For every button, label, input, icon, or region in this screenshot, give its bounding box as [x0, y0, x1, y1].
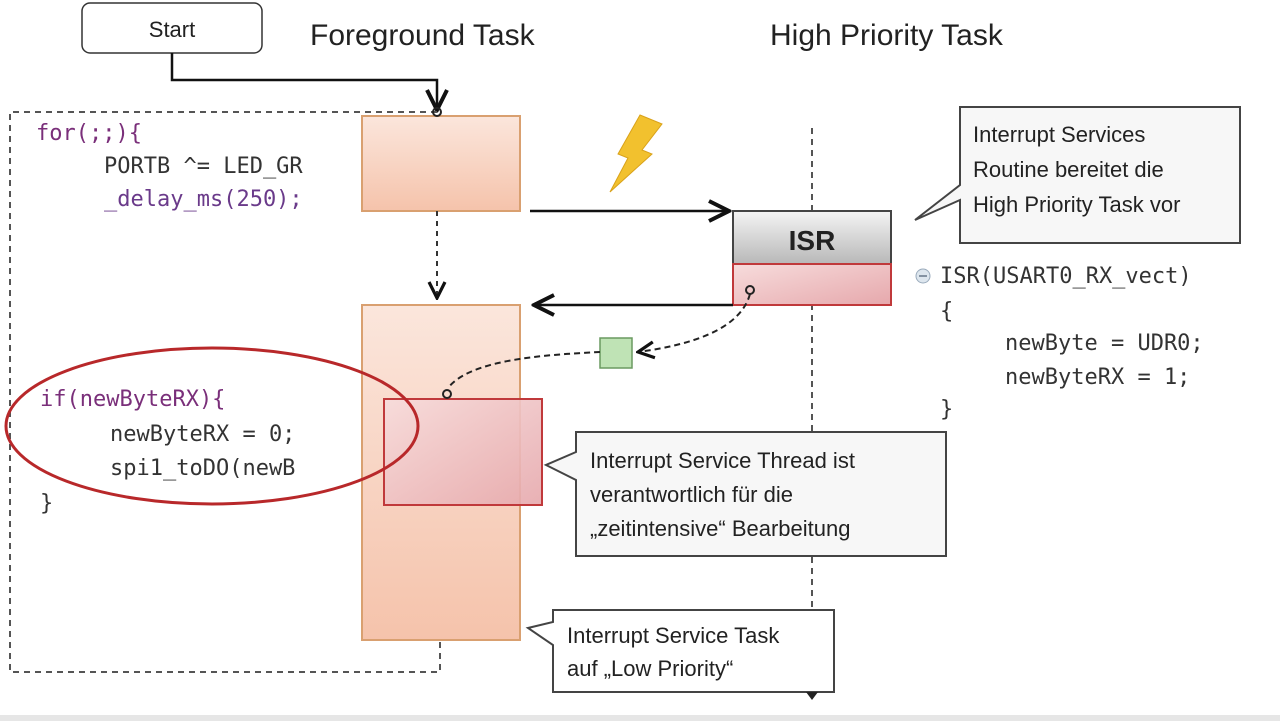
- highlight-ellipse: [4, 346, 420, 506]
- flag-square-icon: [599, 337, 633, 369]
- svg-text:newByteRX = 0;: newByteRX = 0;: [110, 422, 295, 447]
- signal-arrow: [638, 293, 751, 352]
- callout-task: Interrupt Service Task auf „Low Priority…: [525, 609, 835, 700]
- foreground-task-header: Foreground Task: [310, 19, 536, 52]
- main-loop-code: for(;;){ PORTB ^= LED_GR _delay_ms(250);: [36, 121, 303, 212]
- svg-text:if(newByteRX){: if(newByteRX){: [40, 387, 225, 412]
- start-label: Start: [149, 17, 195, 42]
- foreground-task-block: [361, 115, 521, 212]
- svg-text:spi1_toDO(newB: spi1_toDO(newB: [110, 456, 295, 481]
- svg-text:High Priority Task vor: High Priority Task vor: [973, 192, 1180, 217]
- svg-text:auf „Low Priority“: auf „Low Priority“: [567, 656, 733, 681]
- svg-text:verantwortlich für die: verantwortlich für die: [590, 482, 793, 507]
- isr-label: ISR: [789, 225, 836, 256]
- start-node: Start: [81, 2, 263, 54]
- isr-block: ISR: [732, 210, 892, 306]
- callout-thread: Interrupt Service Thread ist verantwortl…: [543, 431, 947, 557]
- svg-text:Routine bereitet die: Routine bereitet die: [973, 157, 1164, 182]
- svg-text:PORTB ^= LED_GR: PORTB ^= LED_GR: [104, 154, 303, 179]
- interrupt-service-thread-block: [383, 398, 543, 506]
- svg-text:}: }: [940, 397, 953, 422]
- flag-dashed-line: [447, 351, 601, 389]
- high-priority-task-header: High Priority Task: [770, 19, 1004, 52]
- svg-text:}: }: [40, 491, 53, 516]
- bottom-bar: [0, 715, 1280, 721]
- svg-text:{: {: [940, 299, 953, 324]
- svg-text:ISR(USART0_RX_vect): ISR(USART0_RX_vect): [940, 264, 1192, 289]
- svg-text:„zeitintensive“ Bearbeitung: „zeitintensive“ Bearbeitung: [590, 516, 850, 541]
- svg-text:newByte = UDR0;: newByte = UDR0;: [1005, 331, 1204, 356]
- svg-text:Interrupt Service Task: Interrupt Service Task: [567, 623, 780, 648]
- thread-code: if(newByteRX){ newByteRX = 0; spi1_toDO(…: [40, 387, 295, 516]
- lightning-icon: [609, 114, 663, 193]
- isr-code: ISR(USART0_RX_vect) { newByte = UDR0; ne…: [940, 264, 1204, 422]
- svg-text:_delay_ms(250);: _delay_ms(250);: [104, 187, 303, 212]
- svg-text:Interrupt Services: Interrupt Services: [973, 122, 1145, 147]
- svg-text:Interrupt Service Thread ist: Interrupt Service Thread ist: [590, 448, 855, 473]
- svg-text:newByteRX = 1;: newByteRX = 1;: [1005, 365, 1190, 390]
- svg-text:for(;;){: for(;;){: [36, 121, 142, 146]
- callout-isr: Interrupt Services Routine bereitet die …: [914, 106, 1241, 244]
- start-arrow: [170, 53, 437, 110]
